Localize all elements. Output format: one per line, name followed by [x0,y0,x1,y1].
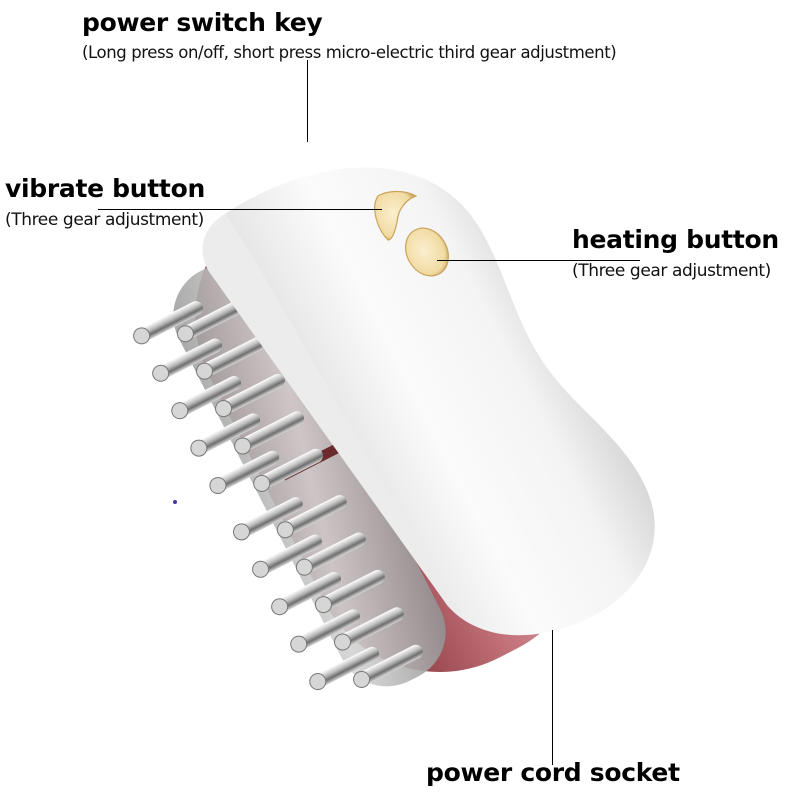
power-cord-callout-line [552,630,553,765]
vibrate-button-shape [374,190,418,241]
device-body-shell [225,167,655,636]
vibrate-button-subtitle: (Three gear adjustment) [5,210,204,230]
heating-callout-line [437,260,640,261]
stray-dot [173,500,177,504]
heating-button-shape [405,227,449,277]
power-switch-callout-line [307,60,308,142]
comb-pins [133,299,423,691]
power-switch-key-title: power switch key [82,8,323,37]
power-cord-socket-title: power cord socket [426,758,680,787]
power-switch-key-subtitle: (Long press on/off, short press micro-el… [82,43,617,62]
heating-button-title: heating button [572,225,779,254]
heating-button-subtitle: (Three gear adjustment) [572,261,771,281]
vibrate-callout-line [98,209,382,210]
vibrate-button-title: vibrate button [5,174,205,203]
